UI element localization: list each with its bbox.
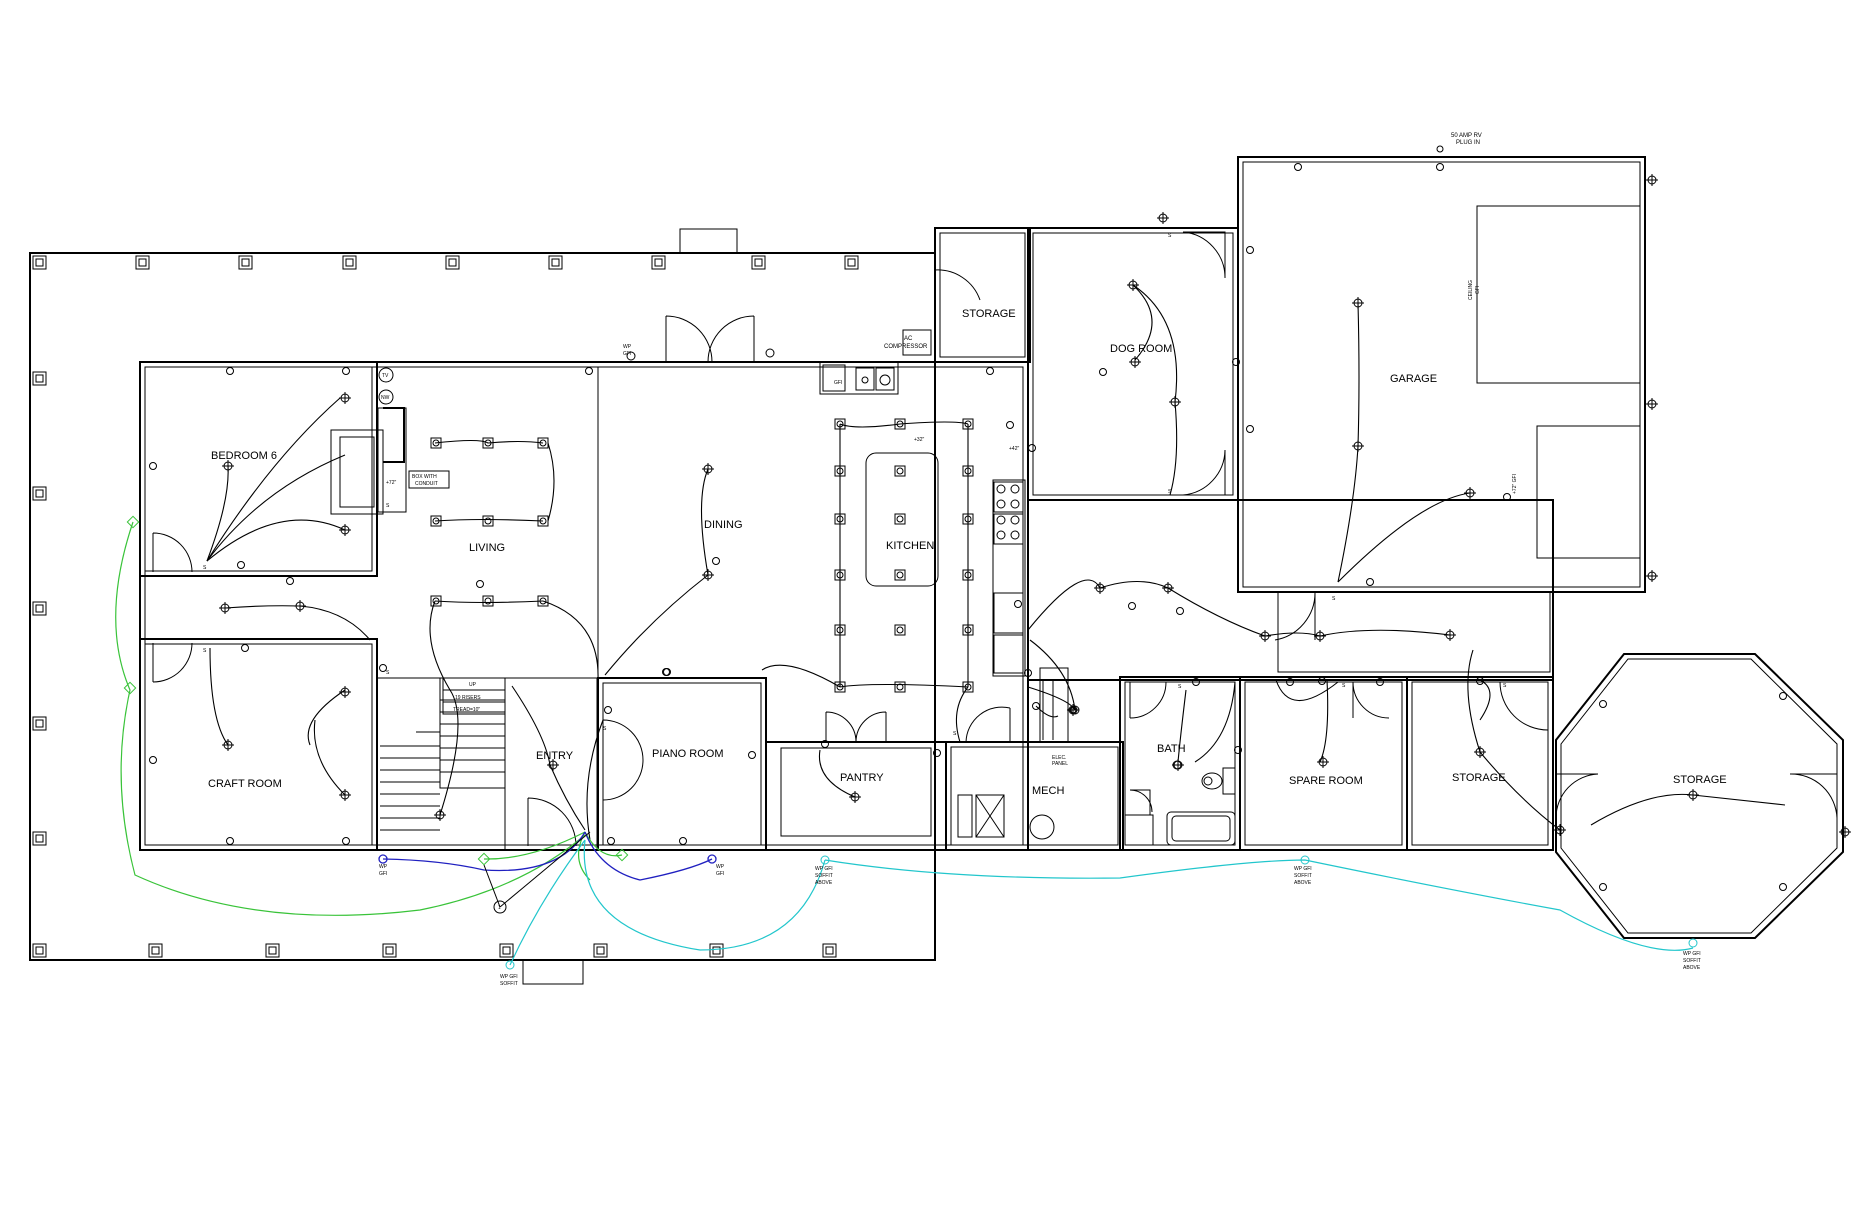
- wp-gfi-2b: GFI: [716, 871, 724, 877]
- wp-gfi-soffit-3c: ABOVE: [1294, 880, 1312, 886]
- elec-panel-note-2: PANEL: [1052, 761, 1068, 767]
- svg-text:S: S: [386, 670, 390, 676]
- rv-plug-note-2: PLUG IN: [1456, 140, 1480, 146]
- room-label-living: LIVING: [469, 542, 505, 554]
- height-32-label: +32": [914, 437, 924, 443]
- room-label-storage-mid: STORAGE: [1452, 772, 1506, 784]
- ceiling-gfi-note-1: CEILING: [1468, 280, 1474, 300]
- nw-label: NW: [381, 395, 390, 401]
- ac-compressor-note-2: COMPRESSOR: [884, 344, 928, 350]
- box-conduit-frame: [408, 470, 450, 489]
- wp-gfi-3a: WP: [623, 344, 632, 350]
- room-label-garage: GARAGE: [1390, 373, 1437, 385]
- wp-gfi-soffit-2b: SOFFIT: [815, 873, 833, 879]
- wp-gfi-soffit-3a: WP GFI: [1294, 866, 1312, 872]
- room-label-kitchen: KITCHEN: [886, 540, 934, 552]
- svg-text:S: S: [953, 731, 957, 737]
- box-conduit-note-2: CONDUIT: [415, 481, 438, 487]
- wp-gfi-soffit-1a: WP GFI: [500, 974, 518, 980]
- elec-panel-note-1: ELEC.: [1052, 755, 1066, 761]
- wp-gfi-2a: WP: [716, 864, 725, 870]
- wiring-blue: [382, 831, 713, 881]
- room-label-dog-room: DOG ROOM: [1110, 343, 1172, 355]
- wiring-green: [115, 521, 623, 916]
- room-label-dining: DINING: [704, 519, 743, 531]
- octagon-storage-walls: [1555, 653, 1844, 939]
- stair-up-note: UP: [469, 682, 477, 688]
- main-house-walls: [139, 156, 1646, 851]
- room-label-pantry: PANTRY: [840, 772, 884, 784]
- wp-gfi-soffit-2a: WP GFI: [815, 866, 833, 872]
- room-label-bedroom6: BEDROOM 6: [211, 450, 277, 462]
- wp-gfi-soffit-1b: SOFFIT: [500, 981, 518, 987]
- light-fixtures: [219, 174, 1851, 838]
- room-label-storage-octagon: STORAGE: [1673, 774, 1727, 786]
- ac-compressor-note-1: AC: [904, 336, 913, 342]
- stair-tread-frame: [442, 701, 506, 715]
- svg-text:S: S: [1332, 596, 1336, 602]
- svg-text:S: S: [1168, 233, 1172, 239]
- wp-gfi-soffit-4a: WP GFI: [1683, 951, 1701, 957]
- svg-text:S: S: [1168, 489, 1172, 495]
- tv-label: TV: [382, 373, 389, 379]
- wp-gfi-soffit-2c: ABOVE: [815, 880, 833, 886]
- box-conduit-note-1: BOX WITH: [412, 474, 437, 480]
- height-42-label: +42": [1009, 446, 1019, 452]
- svg-text:S: S: [603, 726, 607, 732]
- svg-text:S: S: [386, 503, 390, 509]
- wp-gfi-soffit-3b: SOFFIT: [1294, 873, 1312, 879]
- svg-text:S: S: [203, 565, 207, 571]
- room-label-spare-room: SPARE ROOM: [1289, 775, 1363, 787]
- svg-text:S: S: [1342, 683, 1346, 689]
- kitchen-gfi-note: GFI: [834, 380, 842, 386]
- wp-gfi-1a: WP: [379, 864, 388, 870]
- wp-gfi-1b: GFI: [379, 871, 387, 877]
- keynote-arrow: [483, 831, 591, 914]
- svg-text:S: S: [1503, 683, 1507, 689]
- stair-risers-note: 19 RISERS: [455, 695, 481, 701]
- annotations: 50 AMP RV PLUG IN AC COMPRESSOR BOX WITH…: [379, 133, 1701, 987]
- recessed-lights: [430, 418, 974, 693]
- svg-text:S: S: [1178, 684, 1182, 690]
- receptacles: [149, 163, 1787, 891]
- garage-gfi-note: +72" GFI: [1512, 474, 1518, 494]
- door-swings: [152, 231, 1838, 847]
- wp-gfi-soffit-4b: SOFFIT: [1683, 958, 1701, 964]
- rv-plug-note-1: 50 AMP RV: [1451, 133, 1482, 139]
- keynote-number: 1: [498, 905, 501, 911]
- room-label-craft-room: CRAFT ROOM: [208, 778, 282, 790]
- height-72-label: +72": [386, 480, 396, 486]
- stair-tread-note: TREAD=10": [453, 707, 480, 713]
- room-label-entry: ENTRY: [536, 750, 574, 762]
- tv-nw-symbols: [378, 367, 394, 405]
- room-label-mech: MECH: [1032, 785, 1064, 797]
- wp-gfi-soffit-4c: ABOVE: [1683, 965, 1701, 971]
- ceiling-gfi-note-2: GFI: [1475, 286, 1481, 294]
- outdoor-devices: [123, 145, 1698, 970]
- room-labels: BEDROOM 6 CRAFT ROOM LIVING DINING KITCH…: [208, 308, 1727, 797]
- room-label-storage-top: STORAGE: [962, 308, 1016, 320]
- porch-outline: [29, 228, 936, 985]
- room-label-bath: BATH: [1157, 743, 1186, 755]
- wiring-cyan: [509, 839, 1694, 966]
- room-label-piano-room: PIANO ROOM: [652, 748, 724, 760]
- switches: S S S S S S S S S S S S: [203, 233, 1507, 737]
- svg-text:S: S: [203, 648, 207, 654]
- porch-posts: [32, 255, 859, 958]
